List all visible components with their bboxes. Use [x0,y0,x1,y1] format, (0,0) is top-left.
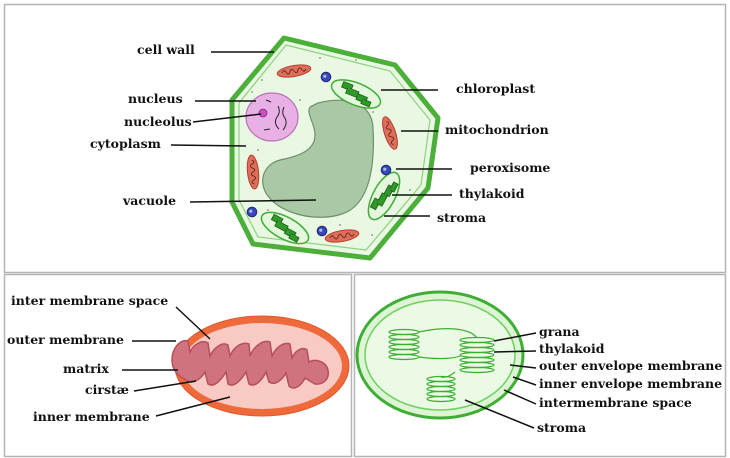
label-vacuole: vacuole [122,193,176,208]
label-cytoplasm: cytoplasm [90,136,161,151]
label-inter-membrane-space: inter membrane space [11,293,168,308]
nucleus [246,93,298,141]
label-outer-envelope-membrane: outer envelope membrane [539,358,722,373]
label-thylakoid-detail: thylakoid [539,341,605,356]
label-mitochondrion: mitochondrion [445,122,549,137]
peroxisome-organelle [381,165,391,175]
label-chloroplast: chloroplast [456,81,535,96]
chloroplast-detail [357,292,523,418]
mito-labels: inter membrane space outer membrane matr… [7,293,168,424]
label-peroxisome: peroxisome [470,160,550,175]
plant-cell [232,38,438,258]
label-nucleus: nucleus [128,91,183,106]
label-cell-wall: cell wall [137,42,195,57]
label-intermembrane-space: intermembrane space [539,395,692,410]
chloro-inner-envelope [365,300,515,410]
label-matrix: matrix [63,361,109,376]
mitochondrion-detail [172,316,349,416]
label-stroma-detail: stroma [537,420,586,435]
label-nucleolus: nucleolus [124,114,192,129]
peroxisome-organelle [321,72,331,82]
granum [389,330,419,360]
label-grana: grana [539,324,580,339]
label-stroma: stroma [437,210,486,225]
label-outer-membrane: outer membrane [7,332,124,347]
peroxisome-organelle [247,207,257,217]
label-inner-envelope-membrane: inner envelope membrane [539,376,722,391]
nucleolus [259,109,267,117]
peroxisome-organelle [317,226,327,236]
label-inner-membrane: inner membrane [33,409,150,424]
label-thylakoid: thylakoid [459,186,525,201]
chloro-labels: grana thylakoid outer envelope membrane … [537,324,722,435]
label-cristae: cirstæ [85,382,129,397]
